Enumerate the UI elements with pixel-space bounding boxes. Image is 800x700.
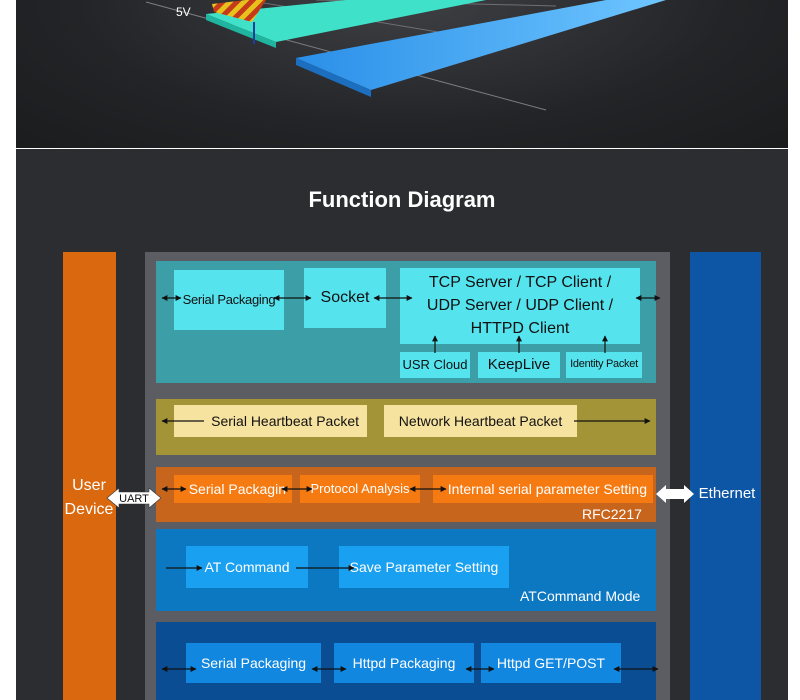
ethernet-double-arrow — [656, 485, 694, 503]
internal-setting-box: Internal serial parameter Setting — [433, 475, 653, 503]
rfc2217-mode-label: RFC2217 — [582, 506, 642, 522]
keeplive-box: KeepLive — [478, 352, 560, 378]
striped-connector — [212, 0, 266, 22]
serial-packagin-box: Serial Packagin — [174, 475, 292, 503]
uart-double-arrow — [106, 487, 162, 509]
user-device-bar — [63, 252, 116, 700]
httpd-packaging-box: Httpd Packaging — [334, 643, 474, 683]
user-device-label: User Device — [64, 477, 114, 518]
server-client-box: TCP Server / TCP Client / UDP Server / U… — [400, 268, 640, 344]
httpd-get-post-box: Httpd GET/POST — [481, 643, 621, 683]
socket-box: Socket — [304, 268, 386, 328]
voltage-label: 5V — [176, 5, 191, 19]
cyan-base-edge — [206, 14, 276, 48]
blue-strip — [296, 0, 666, 90]
at-command-mode-label: ATCommand Mode — [520, 588, 641, 604]
function-diagram-panel: Function Diagram User Device Ethernet Se… — [16, 149, 788, 700]
serial-heartbeat-box: Serial Heartbeat Packet — [174, 405, 367, 437]
connector-arrows: UART — [106, 295, 694, 672]
at-command-box: AT Command — [186, 546, 308, 588]
save-parameter-box: Save Parameter Setting — [339, 546, 509, 588]
cyan-base — [206, 0, 486, 42]
product-illustration-panel: 5V — [16, 0, 788, 148]
network-heartbeat-box: Network Heartbeat Packet — [384, 405, 577, 437]
protocol-analysis-box: Protocol Analysis — [300, 475, 420, 503]
uart-label: UART — [119, 493, 149, 505]
httpd-serial-packaging-box: Serial Packaging — [186, 643, 321, 683]
diagram-title: Function Diagram — [308, 187, 496, 212]
ethernet-bar — [690, 252, 761, 700]
product-board-illustration: 5V — [145, 0, 666, 111]
identity-packet-box: Identity Packet — [566, 352, 642, 378]
serial-packaging-box: Serial Packaging — [174, 270, 284, 330]
ethernet-label: Ethernet — [698, 485, 756, 502]
blue-strip-edge — [296, 58, 371, 97]
usr-cloud-box: USR Cloud — [400, 352, 470, 378]
